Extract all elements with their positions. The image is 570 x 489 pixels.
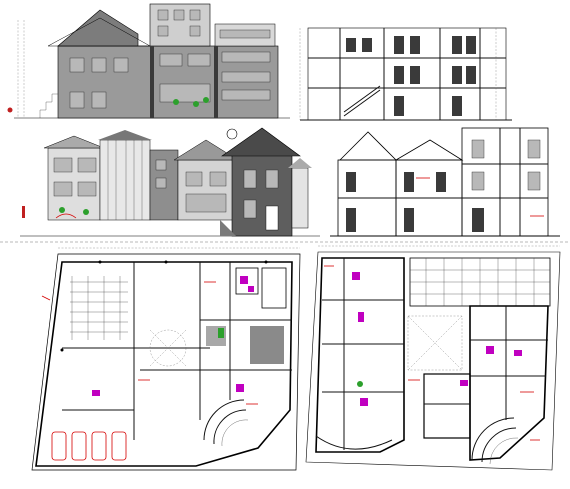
cross-section	[330, 127, 560, 237]
ground-floor-parking-stripes	[70, 276, 128, 340]
front-elevation-windows	[69, 51, 271, 109]
ground-floor-plan	[31, 247, 301, 471]
front-elevation	[7, 3, 290, 119]
side-elevation	[20, 127, 320, 237]
ground-floor-cars	[51, 431, 127, 461]
first-floor-plan	[305, 245, 561, 471]
longitudinal-section	[299, 27, 512, 121]
first-floor-terrace-grid	[409, 257, 551, 307]
